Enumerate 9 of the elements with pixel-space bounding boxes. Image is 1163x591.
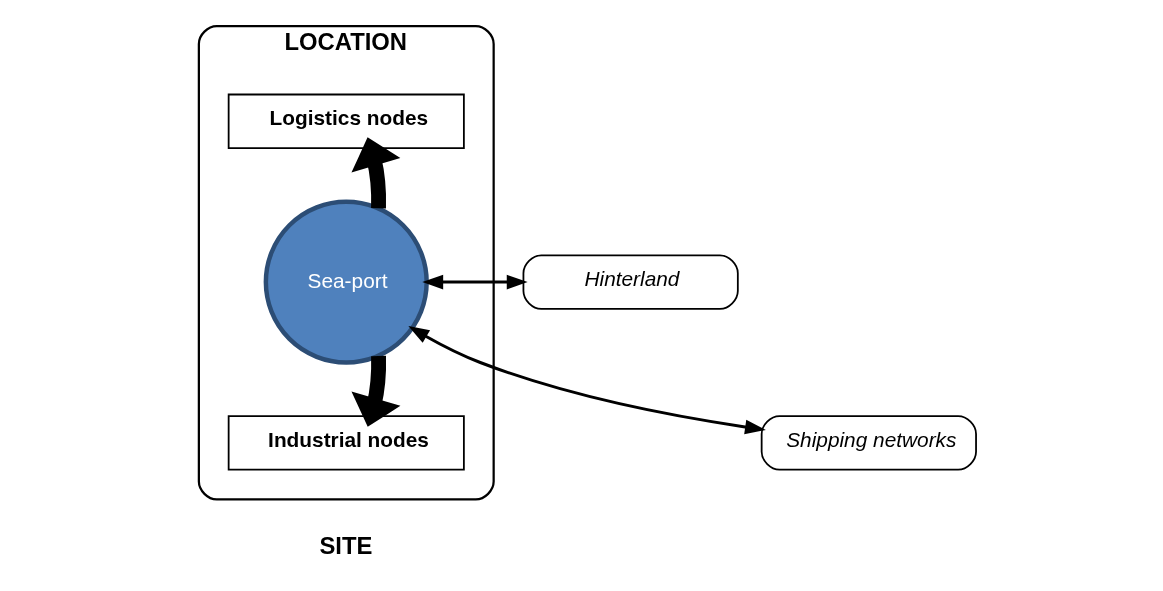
node-label: SITE [319,532,373,560]
arrow [408,326,766,435]
node-box: Shipping networks [760,415,977,471]
arrow [422,274,528,290]
arrow [351,355,401,427]
node-box: Hinterland [522,254,739,310]
node-box: Logistics nodes [227,93,465,149]
arrow [351,137,401,209]
node-box: Industrial nodes [227,415,465,471]
